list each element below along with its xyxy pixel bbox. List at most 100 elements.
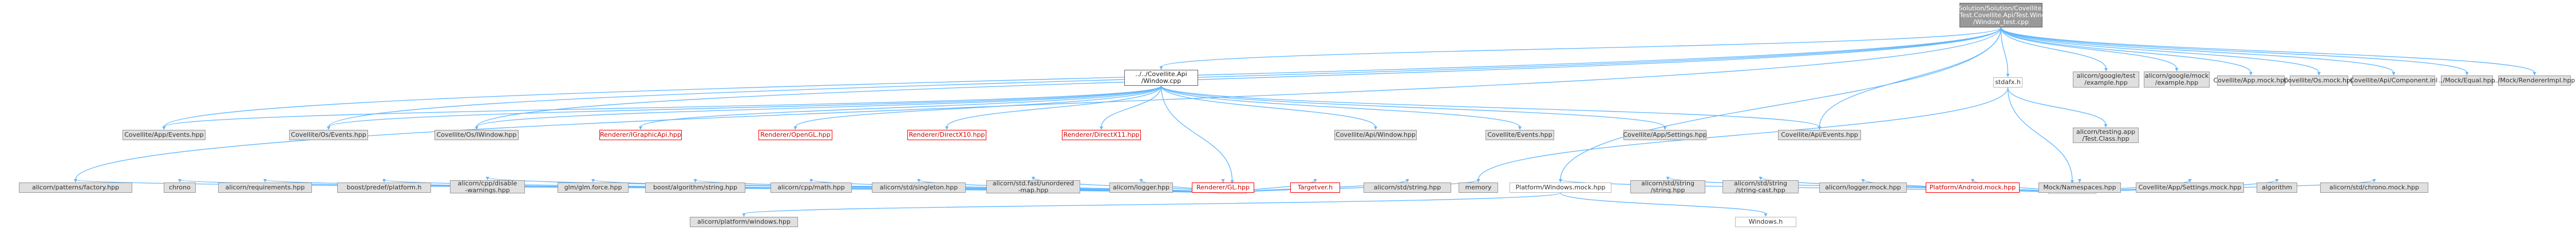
node-renderer-impl[interactable]: ../Mock/RendererImpl.hpp [2494,76,2575,86]
node-logger-mock[interactable]: alicorn/logger.mock.hpp [1819,183,1907,193]
node-dx10[interactable]: Renderer/DirectX10.hpp [907,130,986,140]
node-window-cpp[interactable]: ../../Covellite.Api /Window.cpp [1124,70,1198,86]
edge-arrow [945,126,949,130]
node-os-mock[interactable]: Covellite/Os.mock.hpp [2283,76,2354,86]
edge-arrow [327,126,330,130]
edge-platform_windows_mock-to-windows_h [1560,192,1767,215]
node-logger[interactable]: alicorn/logger.hpp [1109,183,1173,193]
edge-arrow [2104,68,2108,72]
edge-window_cpp-to-opengl [795,85,1162,128]
node-root[interactable]: Solution/Solution/Covellite. Api/Test.Co… [1947,3,2055,27]
node-api-window[interactable]: Covellite/Api/Window.hpp [1334,130,1417,140]
edge-arrow [591,179,595,183]
node-cov-events[interactable]: Covellite/Events.hpp [1485,130,1554,140]
node-cpp-math[interactable]: alicorn/cpp/math.hpp [771,183,852,193]
node-chrono[interactable]: chrono [164,183,196,193]
node-gtest[interactable]: alicorn/google/test /example.hpp [2073,72,2139,88]
edge-window_cpp-to-dx11 [1101,85,1162,128]
edge-stdafx_top-to-memory [1477,87,2009,180]
node-gmock[interactable]: alicorn/google/mock /example.hpp [2144,72,2210,88]
node-windows-h[interactable]: Windows.h [1735,217,1796,227]
node-mock-namespaces[interactable]: Mock/Namespaces.hpp [2038,183,2121,193]
edge-arrow [693,179,697,183]
edge-window_cpp-to-api_window [1160,85,1376,128]
edge-arrow [2372,179,2376,183]
edge-arrow [1313,179,1317,183]
edge-arrow [1221,179,1225,183]
edge-arrow [742,213,746,217]
node-component-inl[interactable]: Covellite/Api/Component.inl [2350,76,2437,86]
node-testing-app[interactable]: alicorn/testing.app /Test.Class.hpp [2073,128,2139,143]
node-disable-warnings[interactable]: alicorn/cpp/disable -warnings.hpp [450,180,525,193]
edge-arrow [1764,213,1768,217]
edge-arrow [2532,72,2537,76]
edge-arrow [1666,177,1670,180]
edge-arrow [1559,179,1562,183]
node-std-string-string[interactable]: alicorn/std/string /string.hpp [1630,180,1705,193]
edge-arrow [1476,179,1480,183]
node-singleton[interactable]: alicorn/std/singleton.hpp [872,183,966,193]
edge-arrow [2275,179,2279,183]
node-std-string[interactable]: alicorn/std/string.hpp [1364,183,1451,193]
edge-arrow [2078,179,2081,183]
edge-root-to-factory [75,27,2002,180]
edge-arrow [2392,72,2396,76]
edge-arrow [475,126,479,130]
edge-stdafx_top-to-mock_hpp [2007,87,2073,181]
edge-arrow [162,126,166,130]
edge-root-to-window_cpp [1160,27,2002,68]
edge-stdafx_top-to-testing_app [2007,87,2107,125]
node-igraphicapi[interactable]: Renderer/IGraphicApi.hpp [599,130,682,140]
edge-arrow [263,179,267,183]
node-android-mock[interactable]: Platform/Android.mock.hpp [1926,183,2020,193]
node-string-cast[interactable]: alicorn/std/string /string-cast.hpp [1722,180,1799,193]
edge-root-to-gtest [2000,27,2107,69]
node-glm-force[interactable]: glm/glm.force.hpp [558,183,629,193]
edge-arrow [2188,179,2192,183]
edge-root-to-os_mock [2000,27,2320,73]
node-memory[interactable]: memory [1459,183,1498,193]
node-opengl[interactable]: Renderer/OpenGL.hpp [758,130,832,140]
edge-arrow [1663,126,1667,130]
edge-root-to-equal [2000,27,2468,73]
node-platform-windows[interactable]: alicorn/platform/windows.hpp [690,217,798,227]
node-app-settings-mock[interactable]: Covellite/App/Settings.mock.hpp [2136,183,2244,193]
node-fast-unordered[interactable]: alicorn/std.fast/unordered -map.hpp [986,180,1080,193]
edge-arrow [74,179,77,183]
edge-window_cpp-to-iwindow [476,85,1162,128]
edge-arrow [1139,179,1143,183]
edge-arrow [382,179,386,183]
edge-arrow [178,179,181,183]
node-iwindow[interactable]: Covellite/Os/IWindow.hpp [434,130,519,140]
node-os-events[interactable]: Covellite/Os/Events.hpp [289,130,368,140]
node-boost-algo[interactable]: boost/algorithm/string.hpp [645,183,745,193]
node-dx11[interactable]: Renderer/DirectX11.hpp [1062,130,1141,140]
edge-arrow [485,177,489,180]
edge-window_cpp-to-dx10 [946,85,1162,128]
edge-arrow [917,179,920,183]
edge-arrow [1518,126,1522,130]
edge-root-to-app_mock [2000,27,2251,73]
node-api-events[interactable]: Covellite/Api/Events.hpp [1778,130,1861,140]
edge-arrow [1374,126,1377,130]
node-stdafx-top[interactable]: stdafx.h [1993,77,2022,88]
node-app-settings[interactable]: Covellite/App/Settings.hpp [1623,130,1707,140]
node-chrono-mock[interactable]: alicorn/std/chrono.mock.hpp [2320,183,2428,193]
edge-arrow [2465,72,2469,76]
edge-root-to-component_inl [2000,27,2395,73]
node-platform-windows-mock[interactable]: Platform/Windows.mock.hpp [1510,183,1611,193]
node-predef[interactable]: boost/predef/platform.h [337,183,431,193]
edge-window_cpp-to-os_events [328,85,1162,128]
edge-arrow [809,179,813,183]
node-app-mock[interactable]: Covellite/App.mock.hpp [2214,76,2288,86]
node-equal[interactable]: ../Mock/Equal.hpp [2439,76,2495,86]
node-algorithm[interactable]: algorithm [2257,183,2297,193]
node-renderer-gl[interactable]: Renderer/GL.hpp [1192,183,1254,193]
edge-arrow [1230,180,1234,184]
node-requirements[interactable]: alicorn/requirements.hpp [218,183,312,193]
edge-arrow [1759,177,1763,180]
node-targetver[interactable]: Targetver.h [1290,183,1340,193]
node-factory[interactable]: alicorn/patterns/factory.hpp [19,183,132,193]
edge-arrow [793,126,797,130]
node-app-events-left[interactable]: Covellite/App/Events.hpp [123,130,206,140]
